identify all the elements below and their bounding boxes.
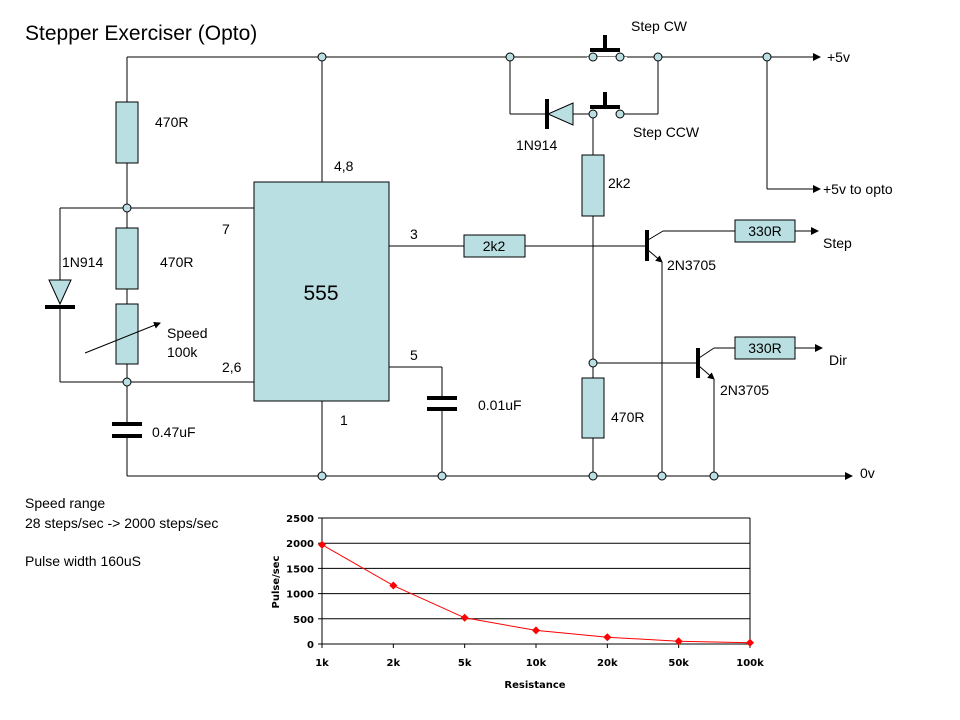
chart-data-point xyxy=(532,626,540,635)
label-pin-vcc: 4,8 xyxy=(334,158,354,174)
capacitor-control-icon xyxy=(427,396,457,411)
junction-dot xyxy=(588,109,598,119)
chart-y-axis-label: Pulse/sec xyxy=(271,555,282,608)
junction-dot xyxy=(657,471,667,481)
label-pin-7: 7 xyxy=(222,221,230,237)
label-pin-1: 1 xyxy=(340,412,348,428)
chart-data-point xyxy=(389,581,398,590)
label-r-top: 470R xyxy=(155,114,188,130)
resistor-dir-out xyxy=(734,336,796,360)
label-transistor-dir: 2N3705 xyxy=(720,382,769,398)
label-switch-cw: Step CW xyxy=(631,18,688,34)
resistor-out xyxy=(463,234,526,258)
label-cap-timing: 0.47uF xyxy=(152,424,196,440)
chart-x-tick-label: 2k xyxy=(387,658,401,669)
chart-y-tick-label: 2500 xyxy=(286,514,314,525)
label-net-vcc-opto: +5v to opto xyxy=(823,181,893,197)
switch-cw-icon xyxy=(590,35,620,52)
label-diode-left: 1N914 xyxy=(62,254,103,270)
label-r-step-out: 330R xyxy=(748,223,781,239)
label-net-vcc: +5v xyxy=(827,49,850,65)
resistor-r-top xyxy=(115,101,139,164)
label-switch-ccw: Step CCW xyxy=(633,124,700,140)
label-net-dir: Dir xyxy=(829,352,847,368)
transistor-dir-icon xyxy=(696,347,715,380)
junction-dot xyxy=(653,52,663,62)
ic-555 xyxy=(253,181,390,402)
potentiometer-speed xyxy=(115,303,139,365)
junction-dot xyxy=(588,52,598,62)
chart-x-tick-label: 10k xyxy=(526,658,547,669)
chart-y-tick-label: 1000 xyxy=(286,590,314,601)
diode-switch-icon xyxy=(545,99,574,129)
label-net-step: Step xyxy=(823,235,852,251)
label-pot-name: Speed xyxy=(167,325,207,341)
junction-dot xyxy=(317,471,327,481)
chart-data-point xyxy=(318,540,326,549)
junction-dot xyxy=(588,358,598,368)
note-pulse-width: Pulse width 160uS xyxy=(25,553,141,569)
chart-x-tick-label: 100k xyxy=(736,658,764,669)
junction-dot xyxy=(588,471,598,481)
junction-dot xyxy=(122,203,132,213)
label-r-dir: 470R xyxy=(611,409,644,425)
resistor-step-out xyxy=(734,219,796,243)
chart-x-tick-label: 50k xyxy=(668,658,689,669)
chart-y-tick-label: 0 xyxy=(307,640,314,651)
label-pot-value: 100k xyxy=(167,344,198,360)
note-speed-range-heading: Speed range xyxy=(25,495,106,511)
wires xyxy=(59,56,850,477)
net-arrows xyxy=(800,53,853,480)
resistor-r-mid xyxy=(115,227,139,290)
chart-x-tick-label: 20k xyxy=(597,658,618,669)
label-r-dir-out: 330R xyxy=(748,340,781,356)
chart-data-point xyxy=(746,638,754,647)
label-pin-5: 5 xyxy=(410,347,418,363)
label-r-mid: 470R xyxy=(160,254,193,270)
chart-data-point xyxy=(603,633,612,642)
label-diode-switch: 1N914 xyxy=(516,137,557,153)
junction-dot xyxy=(437,471,447,481)
ic-label: 555 xyxy=(303,282,338,305)
junction-dot xyxy=(122,377,132,387)
resistor-dir xyxy=(581,377,605,439)
chart-data-point xyxy=(460,613,469,622)
transistor-step-icon xyxy=(645,230,664,263)
label-pin-26: 2,6 xyxy=(222,359,242,375)
diagram-title: Stepper Exerciser (Opto) xyxy=(25,22,257,45)
chart-x-axis-label: Resistance xyxy=(504,680,565,691)
chart-x-tick-label: 5k xyxy=(458,658,472,669)
junction-dot xyxy=(615,109,625,119)
pot-wiper-arrow-icon xyxy=(84,321,161,354)
note-speed-range-value: 28 steps/sec -> 2000 steps/sec xyxy=(25,515,219,531)
label-transistor-step: 2N3705 xyxy=(667,257,716,273)
junction-dot xyxy=(709,471,719,481)
junctions xyxy=(122,52,772,481)
resistor-pullup xyxy=(581,154,605,217)
junction-dot xyxy=(317,52,327,62)
chart-x-tick-label: 1k xyxy=(315,658,329,669)
chart-y-tick-label: 2000 xyxy=(286,539,314,550)
switch-ccw-icon xyxy=(590,92,620,109)
label-pin-3: 3 xyxy=(410,226,418,242)
label-cap-control: 0.01uF xyxy=(478,397,522,413)
switch-contacts xyxy=(587,57,627,58)
chart-y-tick-label: 1500 xyxy=(286,564,314,575)
junction-dot xyxy=(505,52,515,62)
junction-dot xyxy=(615,52,625,62)
label-r-pullup: 2k2 xyxy=(608,175,631,191)
capacitor-timing-icon xyxy=(112,422,142,438)
label-r-out: 2k2 xyxy=(483,238,506,254)
diode-left-icon xyxy=(45,279,75,309)
chart-data-point xyxy=(674,637,683,646)
junction-dot xyxy=(762,52,772,62)
chart-y-tick-label: 500 xyxy=(293,615,314,626)
label-net-gnd: 0v xyxy=(860,465,875,481)
